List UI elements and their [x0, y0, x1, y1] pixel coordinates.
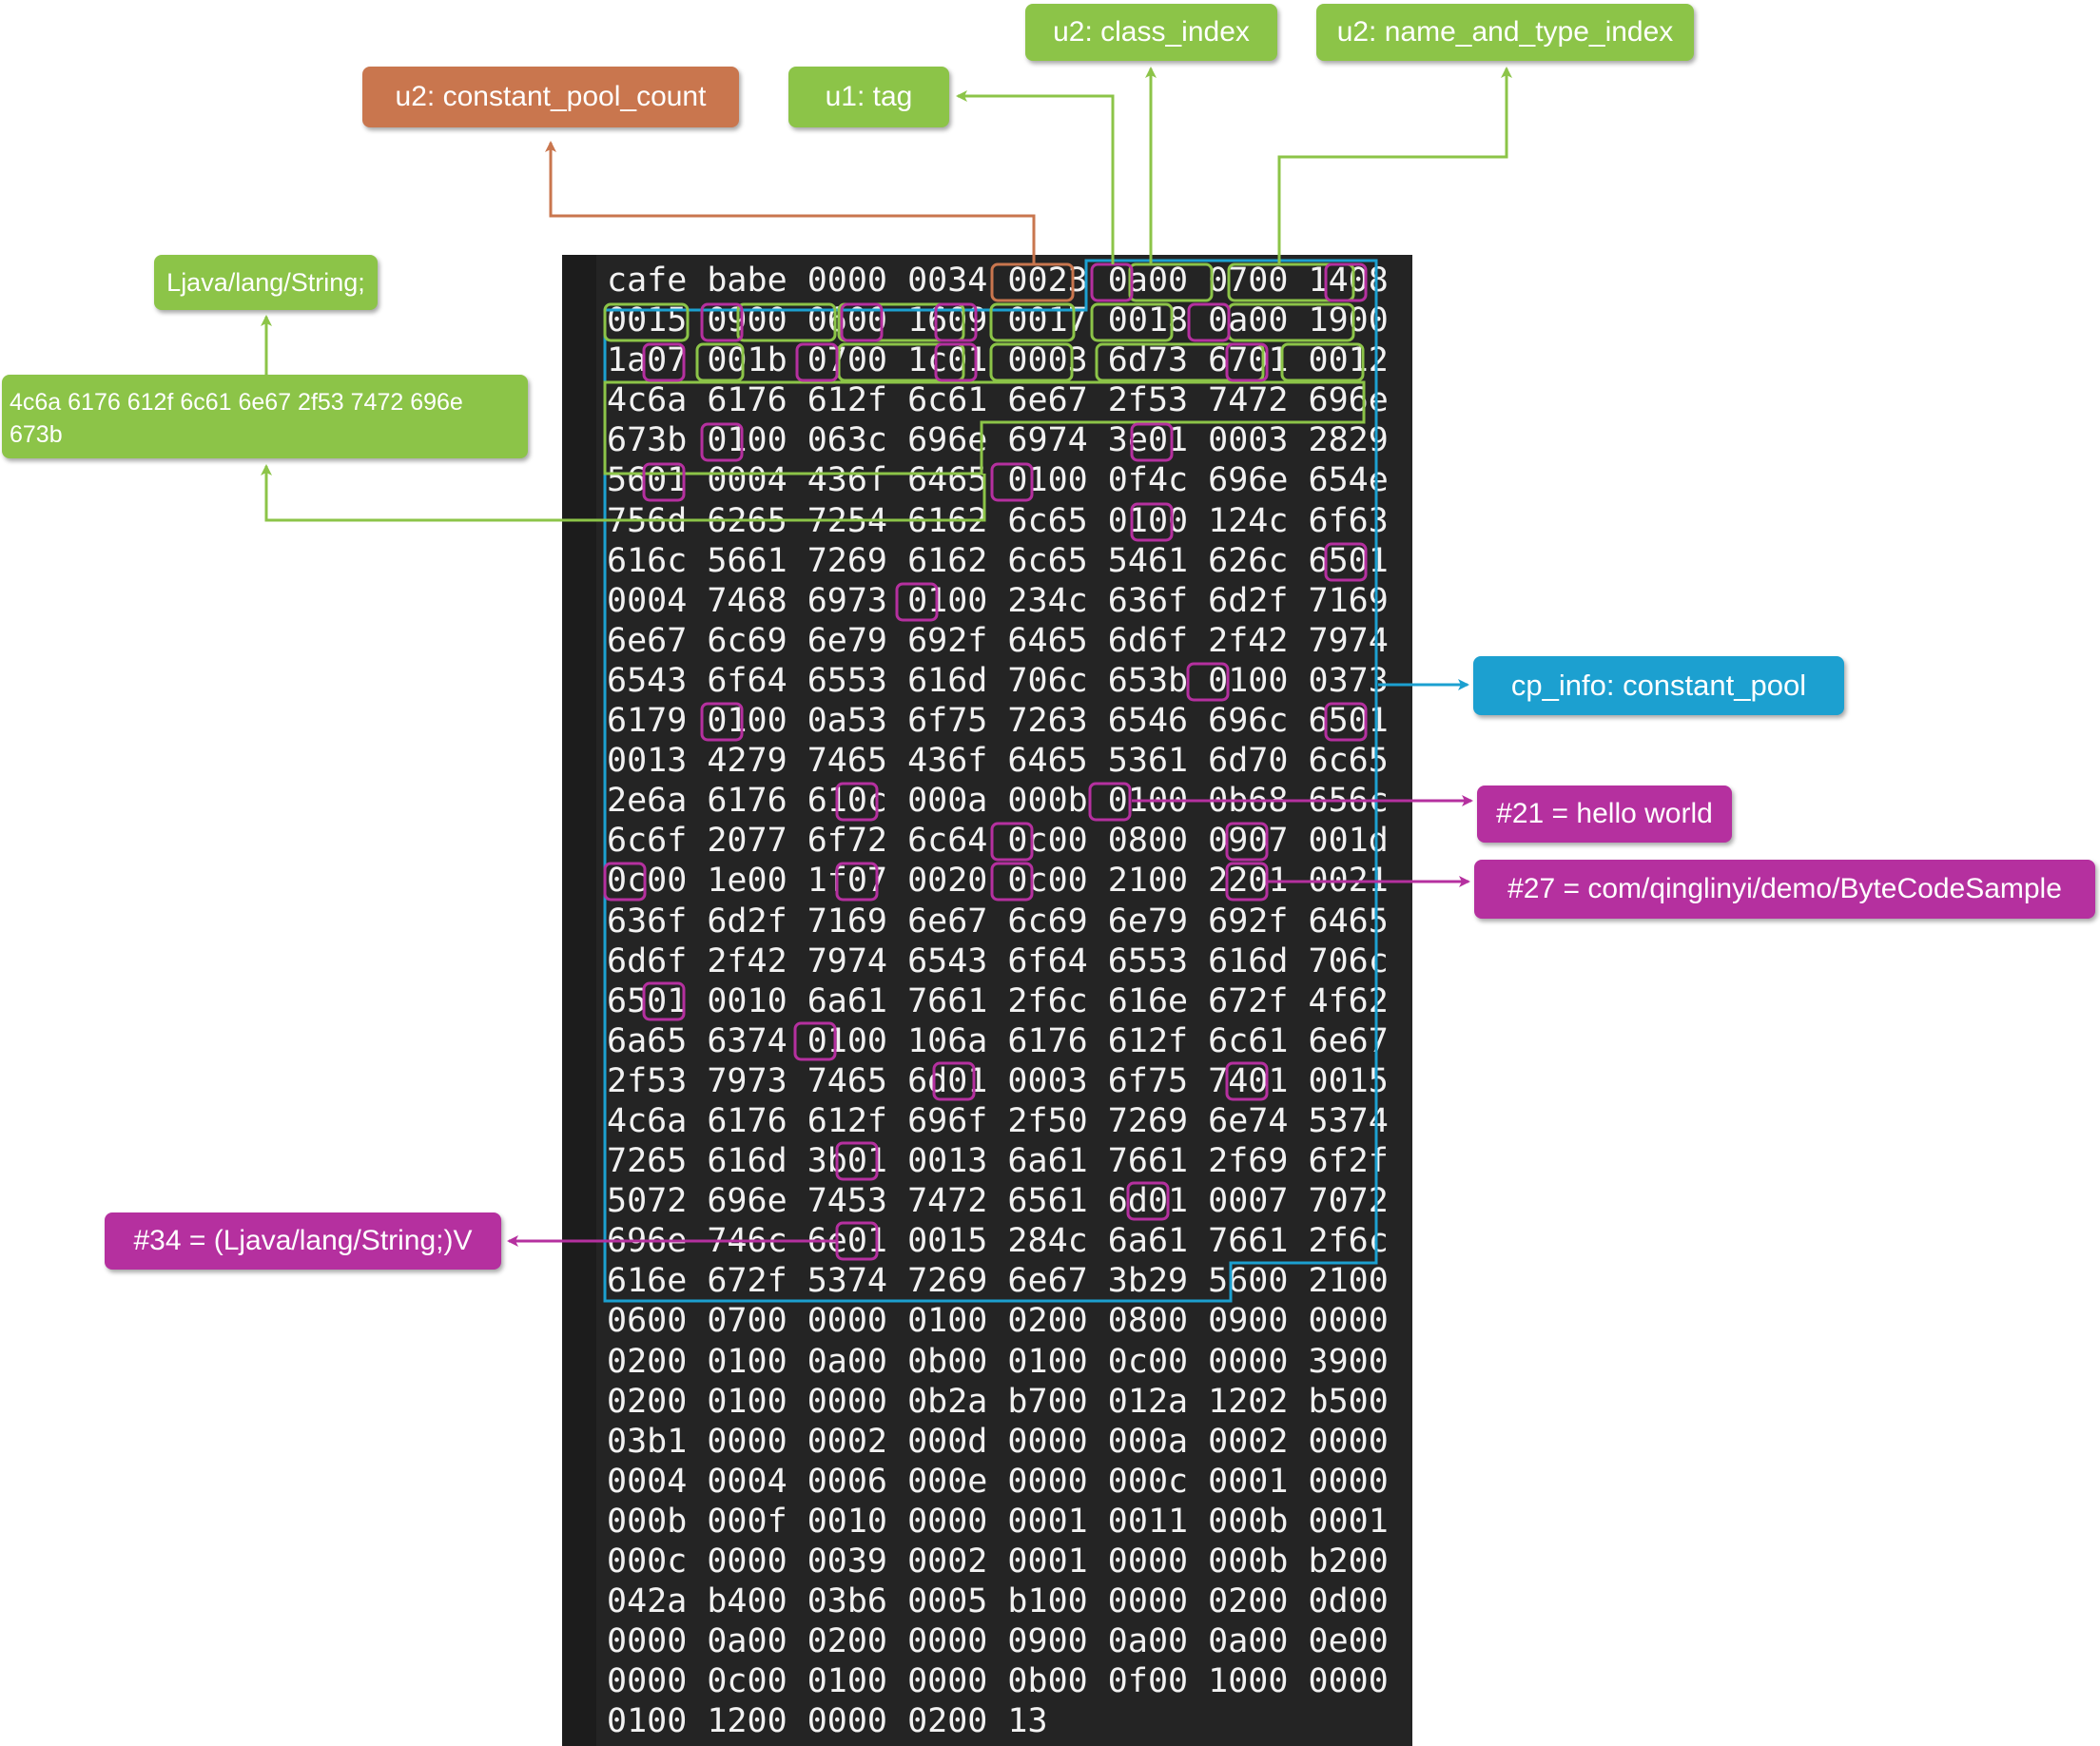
hex-line: 4c6a 6176 612f 6c61 6e67 2f53 7472 696e [607, 381, 1389, 420]
arrow-constant-pool-count [545, 141, 1036, 264]
string-descriptor-label: Ljava/lang/String; [154, 255, 378, 310]
tag-label: u1: tag [788, 67, 949, 127]
hex-line: 6179 0100 0a53 6f75 7263 6546 696c 6501 [607, 702, 1389, 741]
hex-line: 6501 0010 6a61 7661 2f6c 616e 672f 4f62 [607, 981, 1389, 1020]
hex-line: 6a65 6374 0100 106a 6176 612f 6c61 6e67 [607, 1021, 1389, 1060]
class-index-label: u2: class_index [1025, 4, 1277, 61]
hex-line: 2e6a 6176 610c 000a 000b 0100 0b68 656c [607, 782, 1389, 821]
hex-line: 6d6f 2f42 7974 6543 6f64 6553 616d 706c [607, 941, 1389, 980]
hex-line: 756d 6265 7254 6162 6c65 0100 124c 6f63 [607, 501, 1389, 540]
hex-line: 03b1 0000 0002 000d 0000 000a 0002 0000 [607, 1422, 1389, 1461]
arrow-tag [956, 90, 1115, 264]
hex-line: 0004 7468 6973 0100 234c 636f 6d2f 7169 [607, 581, 1389, 620]
arrow-name-and-type-index [1277, 67, 1512, 264]
hex-line: 0013 4279 7465 436f 6465 5361 6d70 6c65 [607, 742, 1389, 781]
hex-line: 696e 746c 6e01 0015 284c 6a61 7661 2f6c [607, 1222, 1389, 1261]
editor-gutter [562, 255, 596, 1746]
hex-line: 0000 0c00 0100 0000 0b00 0f00 1000 0000 [607, 1662, 1389, 1701]
hex-line: 4c6a 6176 612f 696f 2f50 7269 6e74 5374 [607, 1101, 1389, 1140]
hex-line: 0600 0700 0000 0100 0200 0800 0900 0000 [607, 1302, 1389, 1341]
hex-line: 6543 6f64 6553 616d 706c 653b 0100 0373 [607, 661, 1389, 700]
hex-line: 673b 0100 063c 696e 6974 3e01 0003 2829 [607, 421, 1389, 460]
hex-line: 000c 0000 0039 0002 0001 0000 000b b200 [607, 1542, 1389, 1581]
hex-line: 6c6f 2077 6f72 6c64 0c00 0800 0907 001d [607, 822, 1389, 861]
hex-line: 5601 0004 436f 6465 0100 0f4c 696e 654e [607, 461, 1389, 500]
hex-line: 0100 1200 0000 0200 13 [607, 1702, 1048, 1741]
hex-line: 0004 0004 0006 000e 0000 000c 0001 0000 [607, 1462, 1389, 1501]
entry-21-label: #21 = hello world [1477, 786, 1732, 843]
hex-line: 0000 0a00 0200 0000 0900 0a00 0a00 0e00 [607, 1622, 1389, 1661]
hex-line: cafe babe 0000 0034 0023 0a00 0700 1408 [607, 262, 1389, 300]
hex-line: 0200 0100 0a00 0b00 0100 0c00 0000 3900 [607, 1342, 1389, 1381]
hex-line: 0c00 1e00 1f07 0020 0c00 2100 2201 0021 [607, 862, 1389, 901]
hex-line: 616c 5661 7269 6162 6c65 5461 626c 6501 [607, 541, 1389, 580]
hex-line: 000b 000f 0010 0000 0001 0011 000b 0001 [607, 1502, 1389, 1541]
hex-line: 7265 616d 3b01 0013 6a61 7661 2f69 6f2f [607, 1142, 1389, 1181]
hex-line: 0200 0100 0000 0b2a b700 012a 1202 b500 [607, 1382, 1389, 1421]
constant-pool-count-label: u2: constant_pool_count [362, 67, 739, 127]
name-and-type-index-label: u2: name_and_type_index [1316, 4, 1694, 61]
hex-line: 5072 696e 7453 7472 6561 6d01 0007 7072 [607, 1182, 1389, 1221]
hex-line: 616e 672f 5374 7269 6e67 3b29 5600 2100 [607, 1262, 1389, 1301]
hex-line: 6e67 6c69 6e79 692f 6465 6d6f 2f42 7974 [607, 621, 1389, 660]
hex-line: 0015 0900 0600 1609 0017 0018 0a00 1900 [607, 301, 1389, 340]
entry-34-label: #34 = (Ljava/lang/String;)V [105, 1212, 501, 1270]
hex-line: 042a b400 03b6 0005 b100 0000 0200 0d00 [607, 1582, 1389, 1621]
entry-27-label: #27 = com/qinglinyi/demo/ByteCodeSample [1474, 860, 2095, 919]
hex-line: 2f53 7973 7465 6d01 0003 6f75 7401 0015 [607, 1061, 1389, 1100]
hex-line: 636f 6d2f 7169 6e67 6c69 6e79 692f 6465 [607, 902, 1389, 941]
hex-line: 1a07 001b 0700 1c01 0003 6d73 6701 0012 [607, 341, 1389, 380]
constant-pool-label: cp_info: constant_pool [1473, 656, 1844, 715]
string-hex-label: 4c6a 6176 612f 6c61 6e67 2f53 7472 696e … [2, 375, 528, 458]
